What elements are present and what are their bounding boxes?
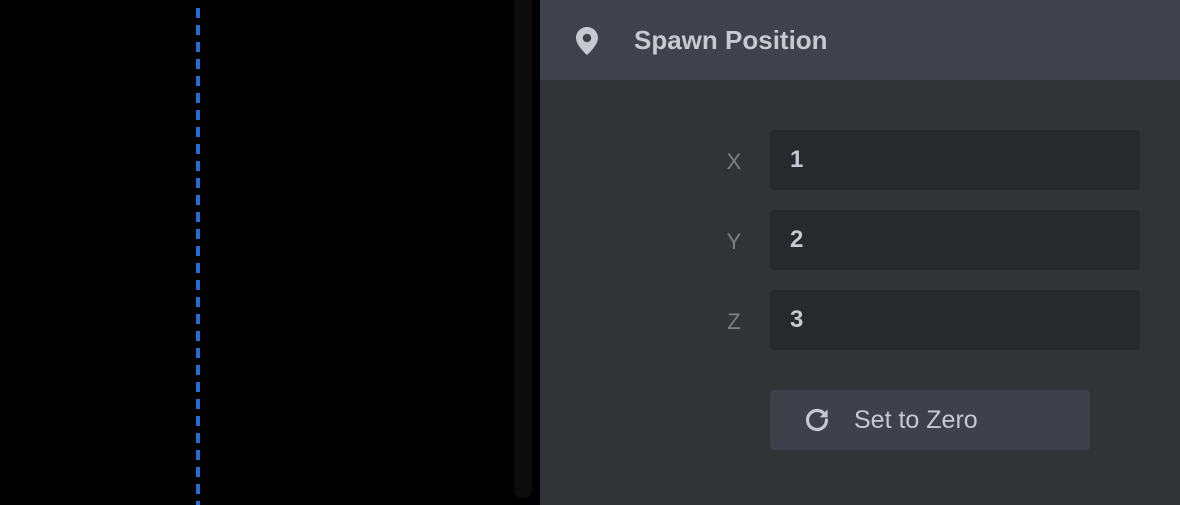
x-input[interactable]: [770, 130, 1140, 190]
refresh-icon: [804, 407, 830, 433]
z-input[interactable]: [770, 290, 1140, 350]
panel-title: Spawn Position: [634, 25, 828, 55]
field-label-y: Y: [726, 229, 742, 254]
dashed-guide-line: [196, 8, 200, 505]
panel-header: Spawn Position: [540, 0, 1180, 80]
spawn-position-panel: Spawn Position X Y Z Set to Zero: [540, 0, 1180, 505]
set-to-zero-label: Set to Zero: [854, 406, 978, 434]
field-row-z: Z: [540, 290, 1180, 350]
scrollbar[interactable]: [514, 0, 532, 498]
field-row-x: X: [540, 130, 1180, 190]
map-pin-icon: [575, 26, 599, 56]
field-label-z: Z: [727, 309, 741, 334]
y-input[interactable]: [770, 210, 1140, 270]
field-label-x: X: [726, 149, 742, 174]
set-to-zero-button[interactable]: Set to Zero: [770, 390, 1090, 450]
scene-viewport[interactable]: [0, 0, 540, 505]
field-row-y: Y: [540, 210, 1180, 270]
